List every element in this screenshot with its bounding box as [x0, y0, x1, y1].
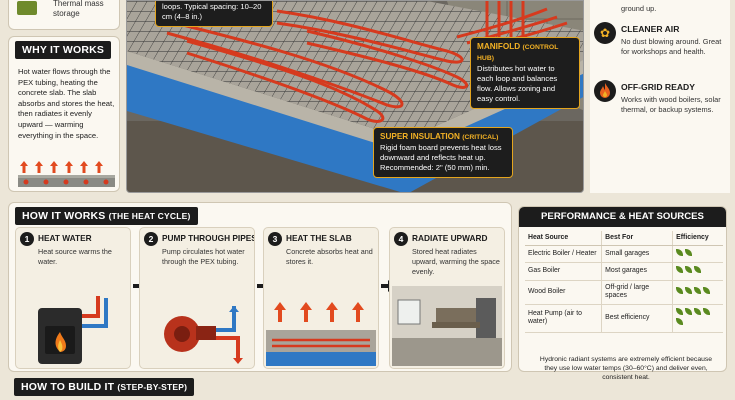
leaf-icon: ✿ [594, 22, 616, 44]
insulation-title: SUPER INSULATION (CRITICAL) [380, 132, 499, 141]
slab-cutaway-illustration: loops. Typical spacing: 10–20 cm (4–8 in… [126, 0, 584, 193]
pump-illustration [164, 306, 243, 364]
leaf-icon [676, 307, 684, 315]
cycle-heading: HOW IT WORKS (THE HEAT CYCLE) [15, 207, 198, 225]
insulation-text: Rigid foam board prevents heat loss down… [380, 143, 502, 172]
insulation-callout: SUPER INSULATION (CRITICAL) Rigid foam b… [373, 127, 513, 178]
why-it-works-panel: WHY IT WORKS Hot water flows through the… [8, 36, 120, 192]
heated-slab-illustration [266, 302, 376, 366]
step-desc: Stored heat radiates upward, warming the… [412, 247, 500, 276]
best-for-cell: Most garages [601, 262, 673, 281]
leaf-icon [703, 307, 711, 315]
step-number: 4 [394, 232, 408, 246]
benefit-title-off-grid: OFF-GRID READY [621, 82, 695, 92]
pex-spacing-text: loops. Typical spacing: 10–20 cm (4–8 in… [162, 2, 262, 21]
step-title: HEAT WATER [38, 233, 92, 243]
build-steps-panel: HOW TO BUILD IT (STEP-BY-STEP) [8, 374, 728, 400]
efficiency-cell [672, 262, 723, 281]
step-number: 3 [268, 232, 282, 246]
thermal-mass-fragment: Thermal mass storage [8, 0, 120, 30]
why-heading: WHY IT WORKS [15, 41, 112, 59]
thermal-mass-icon [17, 1, 37, 15]
best-for-cell: Small garages [601, 245, 673, 264]
leaf-icon [694, 286, 702, 294]
step-desc: Pump circulates hot water through the PE… [162, 247, 245, 266]
flame-icon [594, 80, 616, 102]
build-heading: HOW TO BUILD IT (STEP-BY-STEP) [14, 378, 195, 396]
step-number: 2 [144, 232, 158, 246]
benefits-column: ground up. ✿ CLEANER AIR No dust blowing… [590, 0, 730, 193]
leaf-icon [676, 266, 684, 274]
benefit-desc-off-grid: Works with wood boilers, solar thermal, … [621, 95, 721, 114]
leaf-icon [685, 307, 693, 315]
leaf-icon [676, 286, 684, 294]
step-card-heat-slab: 3 HEAT THE SLAB Concrete absorbs heat an… [263, 227, 379, 369]
column-header: Best For [601, 231, 673, 246]
heat-source-cell: Heat Pump (air to water) [525, 304, 602, 334]
column-header: Efficiency [672, 231, 723, 246]
leaf-icon [685, 266, 693, 274]
pex-spacing-callout: loops. Typical spacing: 10–20 cm (4–8 in… [155, 1, 273, 27]
step-title: HEAT THE SLAB [286, 233, 352, 243]
efficiency-cell [672, 304, 723, 334]
performance-panel: PERFORMANCE & HEAT SOURCES Heat Source B… [518, 206, 727, 381]
benefit-desc-cleaner-air: No dust blowing around. Great for worksh… [621, 37, 722, 56]
step-number: 1 [20, 232, 34, 246]
table-row: Heat Pump (air to water)Best efficiency [525, 304, 723, 334]
heat-source-cell: Electric Boiler / Heater [525, 245, 602, 264]
leaf-icon [676, 318, 684, 326]
heat-source-cell: Gas Boiler [525, 262, 602, 281]
benefit-title-cleaner-air: CLEANER AIR [621, 24, 680, 34]
efficiency-cell [672, 245, 723, 264]
heat-source-table: Heat Source Best For Efficiency Electric… [525, 231, 723, 334]
step-card-heat-water: 1 HEAT WATER Heat source warms the water… [15, 227, 131, 369]
column-header: Heat Source [525, 231, 602, 246]
radiating-slab-icon [18, 161, 115, 187]
step-card-pump: 2 PUMP THROUGH PIPES Pump circulates hot… [139, 227, 255, 369]
leaf-icon [676, 248, 684, 256]
leaf-icon [685, 286, 693, 294]
best-for-cell: Best efficiency [601, 304, 673, 334]
garage-interior-illustration [392, 286, 502, 366]
benefit-fragment: ground up. [621, 4, 657, 13]
step-desc: Concrete absorbs heat and stores it. [286, 247, 373, 266]
step-title: RADIATE UPWARD [412, 233, 488, 243]
heat-source-cell: Wood Boiler [525, 280, 602, 305]
best-for-cell: Off-grid / large spaces [601, 280, 673, 305]
boiler-illustration [38, 296, 108, 364]
why-body: Hot water flows through the PEX tubing, … [18, 67, 115, 140]
step-title: PUMP THROUGH PIPES [162, 233, 255, 243]
manifold-title: MANIFOLD (CONTROL HUB) [477, 42, 559, 62]
performance-note: Hydronic radiant systems are extremely e… [539, 356, 713, 381]
leaf-icon [694, 266, 702, 274]
step-card-radiate: 4 RADIATE UPWARD Stored heat radiates up… [389, 227, 505, 369]
efficiency-cell [672, 280, 723, 305]
thermal-mass-text: Thermal mass storage [53, 0, 104, 18]
leaf-icon [703, 286, 711, 294]
step-desc: Heat source warms the water. [38, 247, 112, 266]
heat-cycle-panel: HOW IT WORKS (THE HEAT CYCLE) 1 HEAT WAT… [8, 202, 512, 372]
leaf-icon [685, 248, 693, 256]
performance-heading: PERFORMANCE & HEAT SOURCES [519, 207, 726, 227]
manifold-callout: MANIFOLD (CONTROL HUB) Distributes hot w… [470, 37, 580, 109]
manifold-text: Distributes hot water to each loop and b… [477, 64, 558, 103]
leaf-icon [694, 307, 702, 315]
